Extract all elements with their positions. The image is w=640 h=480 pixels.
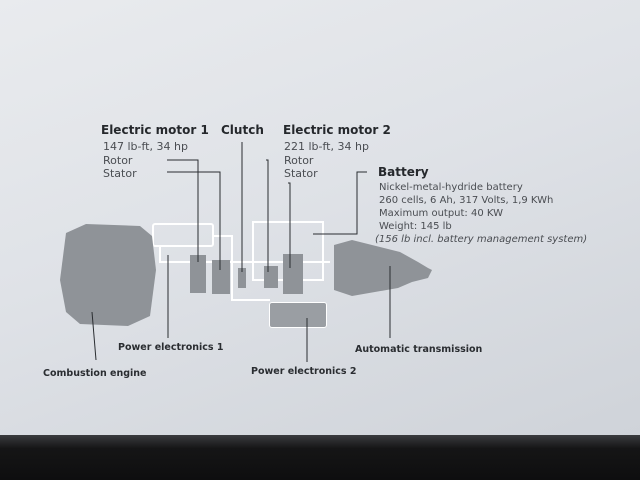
clutch-link-outline: [213, 235, 270, 301]
motor-2-spec: 221 lb-ft, 34 hp: [284, 140, 369, 153]
motor-1-stator-shape: [212, 260, 230, 294]
motor-1-rotor-shape: [190, 255, 206, 293]
leader-motor2-rotor: [266, 159, 269, 272]
motor-2-stator-shape: [283, 254, 303, 294]
motor-2-rotor-label: Rotor: [284, 154, 314, 167]
battery-line-4: Weight: 145 lb: [379, 221, 452, 232]
clutch-title: Clutch: [221, 123, 264, 137]
power-electronics-1-outline: [152, 223, 214, 247]
leader-lines: [91, 142, 391, 362]
clutch-shape: [238, 268, 246, 288]
motor-2-rotor-shape: [264, 266, 278, 288]
battery-title: Battery: [378, 165, 429, 179]
leader-battery: [313, 171, 367, 235]
motor-1-rotor-label: Rotor: [103, 154, 133, 167]
exhibit-board: [0, 0, 640, 435]
motor-1-stator-label: Stator: [103, 167, 137, 180]
motor-1-title: Electric motor 1: [101, 123, 209, 137]
leader-motor1-rotor: [167, 159, 199, 262]
leader-motor2-stator: [288, 182, 291, 268]
components: [60, 224, 432, 327]
automatic-transmission-shape: [334, 240, 432, 296]
automatic-transmission-caption: Automatic transmission: [355, 344, 483, 355]
floor-shadow: [0, 435, 640, 480]
hybrid-drivetrain-diagram: [60, 142, 432, 362]
combustion-engine-shape: [60, 224, 156, 326]
power-electronics-2-shape: [270, 303, 326, 327]
motor-1-spec: 147 lb-ft, 34 hp: [103, 140, 188, 153]
shaft-outline: [159, 246, 330, 263]
leader-motor1-stator: [167, 171, 221, 270]
battery-line-1: Nickel-metal-hydride battery: [379, 182, 523, 193]
leader-combustion-engine: [91, 311, 97, 361]
power-electronics-1-caption: Power electronics 1: [118, 342, 224, 353]
battery-line-3: Maximum output: 40 KW: [379, 208, 503, 219]
battery-line-5: (156 lb incl. battery management system): [375, 234, 588, 245]
motor-2-title: Electric motor 2: [283, 123, 391, 137]
motor-2-stator-label: Stator: [284, 167, 318, 180]
battery-line-2: 260 cells, 6 Ah, 317 Volts, 1,9 KWh: [379, 195, 554, 206]
combustion-engine-caption: Combustion engine: [43, 368, 147, 379]
power-electronics-2-caption: Power electronics 2: [251, 366, 357, 377]
